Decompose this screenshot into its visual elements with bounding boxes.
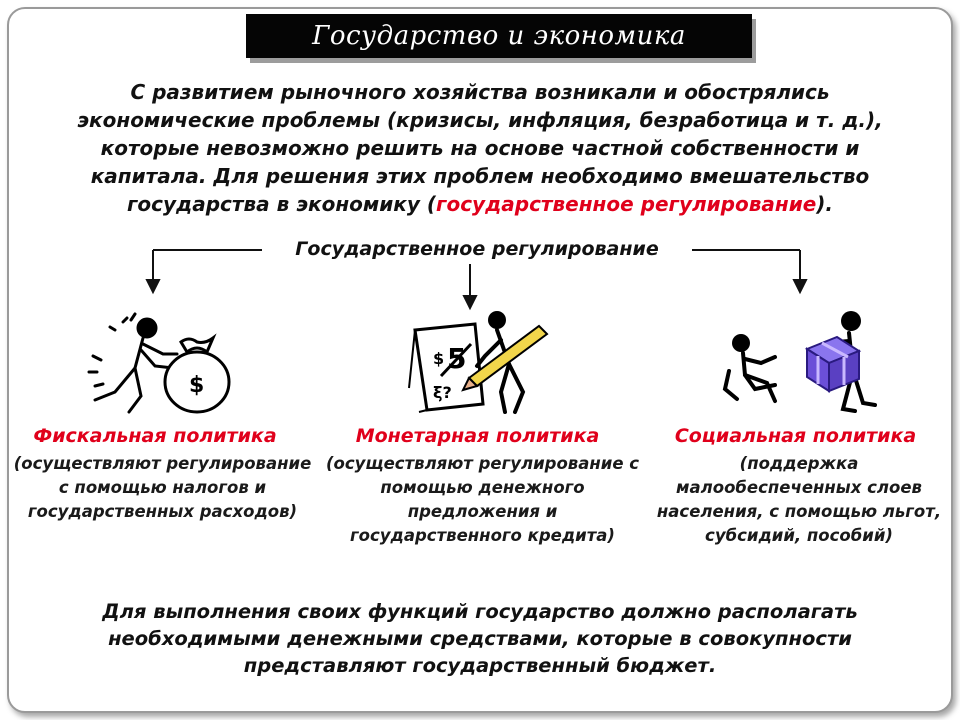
pencil-drawing-icon: $ 5 ξ? [408,311,549,414]
policy-desc-social: (поддержка малообеспеченных слоев населе… [656,454,942,545]
connector-center-arrowhead [462,295,478,311]
connector-right-arrowhead [792,279,808,295]
svg-text:ξ?: ξ? [433,383,452,402]
page-title: Государство и экономика [246,14,752,58]
intro-text-after: ). [816,192,834,216]
gift-box-icon [722,311,877,413]
policy-desc-fiscal: (осуществляют регулирование с помощью на… [13,454,312,521]
policy-title-monetary: Монетарная политика [355,425,600,447]
svg-text:$: $ [433,349,444,368]
svg-text:$: $ [189,373,204,398]
intro-highlight: государственное регулирование [436,192,817,216]
branch-label: Государственное регулирование [262,238,692,260]
conclusion-paragraph: Для выполнения своих функций государство… [102,600,858,677]
policy-title-fiscal: Фискальная политика [33,425,277,447]
intro-paragraph: С развитием рыночного хозяйства возникал… [40,78,920,218]
connector-left-arrowhead [145,279,161,295]
policy-title-social: Социальная политика [674,425,917,447]
money-bag-icon: $ [87,312,231,414]
policy-desc-monetary: (осуществляют регулирование с помощью де… [325,454,640,545]
intro-text-before: С развитием рыночного хозяйства возникал… [77,80,883,216]
